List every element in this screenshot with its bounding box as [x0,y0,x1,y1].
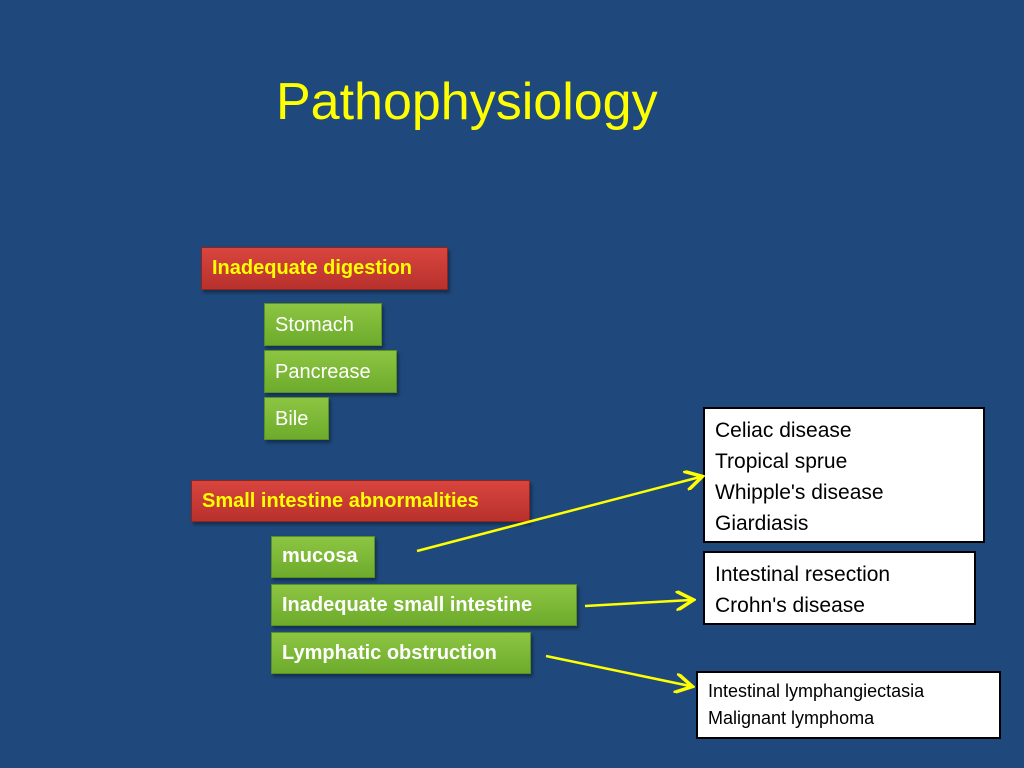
digestion-item-bile: Bile [264,397,329,440]
bile-label: Bile [275,408,309,430]
arrow-inadequate-to-causes [584,600,691,606]
cause-giardiasis: Giardiasis [715,512,809,535]
cause-tropical-sprue: Tropical sprue [715,450,848,473]
mucosa-label: mucosa [282,545,358,567]
stomach-label: Stomach [275,314,354,336]
small-intestine-item-inadequate: Inadequate small intestine [271,584,577,626]
small-intestine-heading: Small intestine abnormalities [191,480,530,522]
arrow-mucosa-to-causes [416,477,700,553]
cause-lymphangiectasia: Intestinal lymphangiectasia [708,681,925,701]
inadequate-causes-box: Intestinal resection Crohn's disease [703,551,976,625]
cause-celiac: Celiac disease [715,419,852,442]
digestion-item-stomach: Stomach [264,303,382,346]
cause-malignant-lymphoma: Malignant lymphoma [708,708,875,728]
cause-whipple: Whipple's disease [715,481,884,504]
small-intestine-label: Small intestine abnormalities [202,489,479,512]
pancreas-label: Pancrease [275,361,371,383]
cause-crohns: Crohn's disease [715,594,865,617]
arrow-lymphatic-to-causes [545,654,690,686]
small-intestine-item-mucosa: mucosa [271,536,375,578]
inadequate-digestion-label: Inadequate digestion [212,257,413,279]
inadequate-digestion-heading: Inadequate digestion [201,247,448,290]
lymphatic-obstruction-label: Lymphatic obstruction [282,641,497,664]
lymphatic-causes-box: Intestinal lymphangiectasia Malignant ly… [696,671,1001,739]
mucosa-causes-box: Celiac disease Tropical sprue Whipple's … [703,407,985,543]
digestion-item-pancreas: Pancrease [264,350,397,393]
small-intestine-item-lymphatic: Lymphatic obstruction [271,632,531,674]
slide-title: Pathophysiology [276,73,658,131]
inadequate-small-intestine-label: Inadequate small intestine [282,593,533,616]
cause-intestinal-resection: Intestinal resection [715,563,891,586]
